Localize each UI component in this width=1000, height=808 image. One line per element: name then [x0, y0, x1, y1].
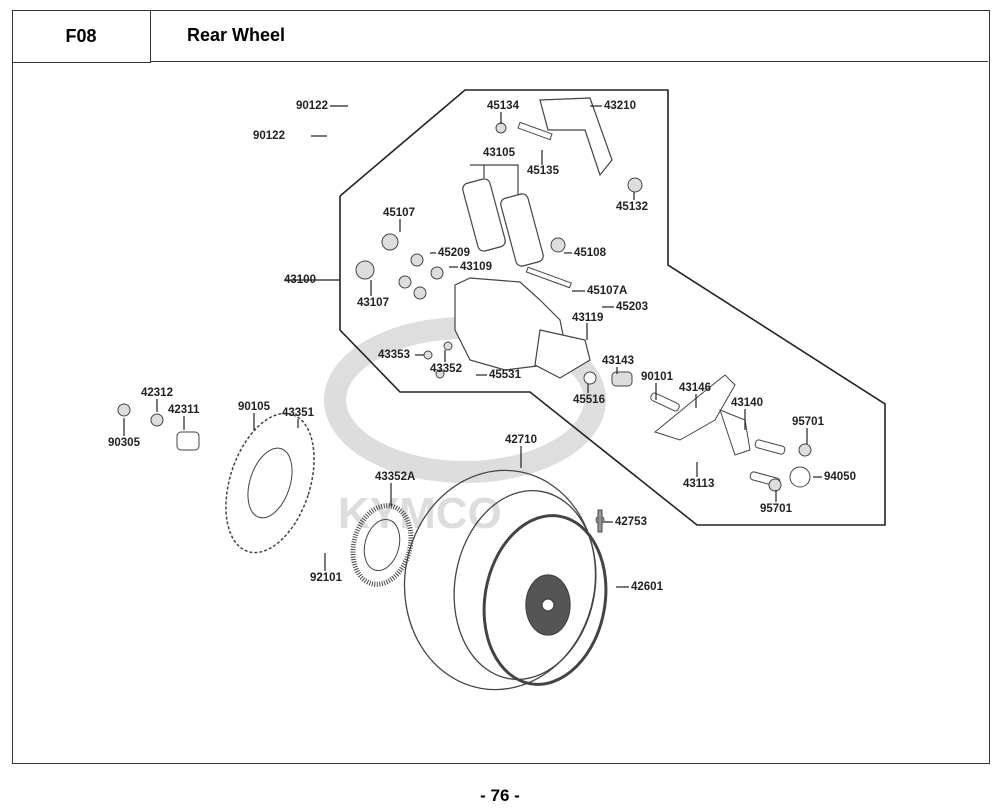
part-label: 43146: [679, 382, 711, 394]
part-label: 45134: [487, 100, 519, 112]
small-parts: [117, 121, 812, 533]
part-label: 42311: [168, 404, 200, 416]
caliper-body: [454, 97, 613, 379]
part-label: 43100: [284, 274, 316, 286]
part-label: 43119: [572, 312, 604, 324]
part-label: 43351: [282, 407, 314, 419]
part-label: 92101: [310, 572, 342, 584]
part-label: 94050: [824, 471, 856, 483]
part-label: 90305: [108, 437, 140, 449]
part-label: 43113: [683, 478, 715, 490]
part-label: 45108: [574, 247, 606, 259]
part-label: 45516: [573, 394, 605, 406]
part-label: 45107A: [587, 285, 628, 297]
part-label: 90122: [253, 130, 285, 142]
part-label: 90122: [296, 100, 328, 112]
section-code: F08: [12, 10, 151, 63]
part-label: 45203: [616, 301, 648, 313]
part-label: 43109: [460, 261, 492, 273]
page-number: - 76 -: [480, 786, 520, 805]
part-label: 42601: [631, 581, 663, 593]
part-label: 90101: [641, 371, 673, 383]
part-label: 45531: [489, 369, 521, 381]
leader-lines: [123, 105, 822, 588]
part-label: 43140: [731, 397, 763, 409]
caliper-assembly-outline: [339, 89, 886, 526]
part-label: 42710: [505, 434, 537, 446]
part-label: 45132: [616, 201, 648, 213]
part-label: 43143: [602, 355, 634, 367]
part-label: 90105: [238, 401, 270, 413]
part-label: 43105: [483, 147, 515, 159]
brake-disc: [225, 412, 315, 554]
part-label: 43352A: [375, 471, 416, 483]
part-label: 45209: [438, 247, 470, 259]
part-label: 95701: [792, 416, 824, 428]
page-frame: [12, 10, 990, 764]
part-label: 42312: [141, 387, 173, 399]
part-label: 45135: [527, 165, 559, 177]
page-title: Rear Wheel: [151, 10, 988, 62]
part-label: 43107: [357, 297, 389, 309]
rear-wheel: [403, 469, 608, 691]
part-label: 95701: [760, 503, 792, 515]
part-label: 43353: [378, 349, 410, 361]
part-label: 43352: [430, 363, 462, 375]
svg-text:KYMCO: KYMCO: [338, 489, 502, 538]
part-label: 42753: [615, 516, 647, 528]
part-label: 45107: [383, 207, 415, 219]
part-label: 43210: [604, 100, 636, 112]
